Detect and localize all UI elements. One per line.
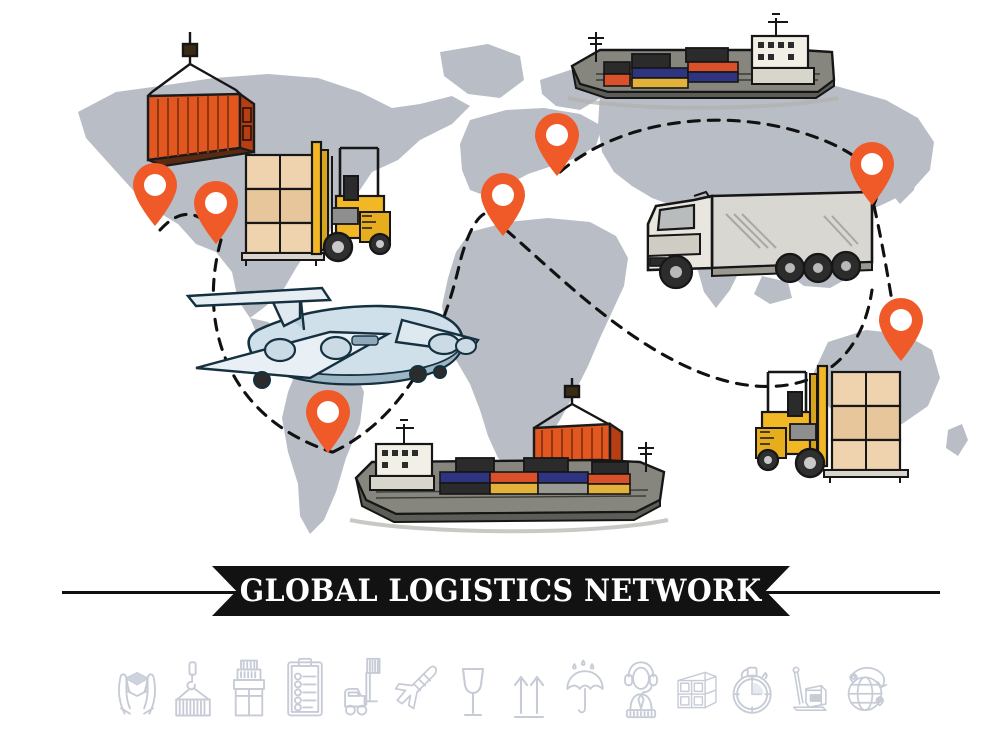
- title-banner: GLOBAL LOGISTICS NETWORK: [212, 566, 790, 616]
- hand-truck-icon: [786, 643, 832, 725]
- warehouse-crates-icon: [674, 643, 720, 725]
- plane-engines: [263, 332, 477, 363]
- pin-east-asia[interactable]: [850, 142, 894, 205]
- ship-superstructure: [369, 419, 435, 491]
- ship-containers: [603, 47, 739, 89]
- plane-windows: [351, 335, 379, 346]
- route-mediterranean-loop: [504, 228, 874, 388]
- pallet-boxes: [823, 370, 909, 483]
- forklift-bottom-right: [755, 364, 909, 483]
- cargo-plane-center-left: [185, 286, 480, 389]
- this-side-up-icon: [506, 643, 552, 725]
- ship-mast: [588, 32, 604, 62]
- stopwatch-icon: [730, 643, 776, 725]
- page-title: GLOBAL LOGISTICS NETWORK: [240, 573, 762, 609]
- support-operator-icon: [618, 643, 664, 725]
- plane-tail: [185, 286, 333, 328]
- plane-gear: [253, 365, 447, 389]
- banner-rule-right: [750, 591, 940, 594]
- fragile-glass-icon: [450, 643, 496, 725]
- keep-dry-umbrella-icon: [562, 643, 608, 725]
- global-shipping-icon: [842, 643, 888, 725]
- pin-mediterranean[interactable]: [481, 173, 525, 236]
- pin-north-europe[interactable]: [535, 113, 579, 176]
- forklift-body: [310, 140, 392, 263]
- pallet-boxes: [241, 153, 325, 266]
- title-banner-wrap: GLOBAL LOGISTICS NETWORK: [0, 566, 1002, 618]
- ship-containers: [439, 457, 631, 495]
- semi-truck-right: [646, 190, 874, 290]
- cargo-ship-bottom: [349, 419, 669, 534]
- tractor-cab: [646, 190, 714, 272]
- clipboard-checklist-icon: [282, 643, 328, 725]
- handle-with-care-icon: [114, 643, 160, 725]
- pin-west-usa[interactable]: [133, 163, 177, 226]
- ship-superstructure: [750, 13, 815, 85]
- crane-hook-icon: [533, 378, 613, 430]
- banner-rule-left: [62, 591, 252, 594]
- shipping-container: [146, 91, 256, 168]
- logistics-icon-strip: [0, 630, 1002, 725]
- ship-mast: [638, 442, 654, 472]
- route-asia-to-australia: [872, 204, 903, 360]
- hanging-container-top-left: [146, 32, 256, 168]
- map-pins-layer: [133, 113, 923, 453]
- forklift-body: [755, 364, 829, 479]
- airplane-icon: [394, 643, 440, 725]
- ship-wake: [349, 518, 669, 534]
- forklift-icon: [338, 643, 384, 725]
- illustration-stage: [78, 13, 968, 534]
- pin-australia[interactable]: [879, 298, 923, 361]
- crane-container-icon: [170, 643, 216, 725]
- route-africa-to-europe: [331, 210, 508, 454]
- pin-east-usa[interactable]: [194, 181, 238, 244]
- forklift-top-left: [241, 140, 392, 266]
- cargo-ship-top-right: [567, 13, 839, 110]
- pin-south-africa[interactable]: [306, 390, 350, 453]
- stacked-boxes-icon: [226, 643, 272, 725]
- ship-wake: [567, 96, 839, 110]
